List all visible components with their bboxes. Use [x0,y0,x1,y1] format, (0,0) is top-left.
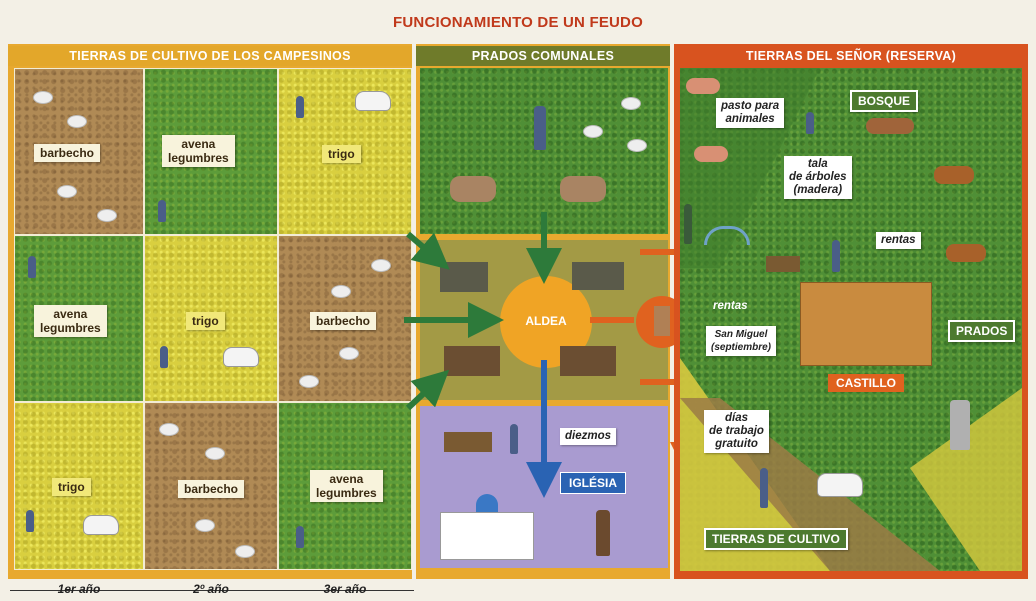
year-axis-line [10,590,414,591]
pig-icon [686,78,720,94]
house-icon [560,346,616,376]
horse-icon [356,92,390,110]
peasant-icon [296,526,304,548]
field-label-r2-c3: barbecho [310,312,377,330]
field-label-r3-c2: barbecho [178,480,245,498]
sheep-icon [58,186,76,197]
logs-icon [866,118,914,134]
peasant-icon [28,256,36,278]
year-label-2: 2º año [193,582,229,596]
sheep-icon [98,210,116,221]
sheep-icon [622,98,640,109]
field-r3-c1 [14,402,144,570]
field-label-r2-c1: avena legumbres [34,305,107,337]
soldier-icon [684,204,692,244]
horse-icon [818,474,862,496]
horse-icon [224,348,258,366]
sheep-icon [196,520,214,531]
sheep-icon [34,92,52,103]
sheep-icon [340,348,358,359]
peasant-icon [26,510,34,532]
church-dome-icon [476,494,498,512]
sheep-icon [332,286,350,297]
castle-label: CASTILLO [828,374,904,392]
pasture-note: pasto para animales [716,98,785,128]
field-label-r3-c1: trigo [52,478,91,496]
year-label-3: 3er año [323,582,367,596]
sheep-icon [236,546,254,557]
field-label-r3-c3: avena legumbres [310,470,383,502]
cart-icon [444,432,492,452]
sheep-icon [584,126,602,137]
meadows-label: PRADOS [948,320,1016,342]
peasant-icon [160,346,168,368]
sheep-icon [628,140,646,151]
sheep-icon [160,424,178,435]
field-label-r1-c3: trigo [322,145,361,163]
tithes-label: diezmos [560,428,617,445]
horse-icon [84,516,118,534]
labor-days-note: días de trabajo gratuito [704,410,769,453]
peasant-lands-header: TIERRAS DE CULTIVO DE LOS CAMPESINOS [8,46,412,66]
rent-note-top: rentas [876,232,921,249]
field-r1-c3 [278,68,412,235]
logging-note: tala de árboles (madera) [784,156,852,199]
knight-icon [950,400,970,450]
peasant-icon [510,424,518,454]
church-label: IGLÉSIA [560,472,627,494]
field-label-r1-c1: barbecho [34,144,101,162]
castle-icon [800,282,932,366]
farmland-label: TIERRAS DE CULTIVO [704,528,848,550]
year-label-1: 1er año [57,582,101,596]
peasant-icon [832,240,840,272]
horse-icon [946,244,986,262]
sheep-icon [300,376,318,387]
sheep-icon [206,448,224,459]
church-icon [440,512,534,560]
cart-icon [766,256,800,272]
lord-lands-header: TIERRAS DEL SEÑOR (RESERVA) [674,46,1028,66]
house-icon [444,346,500,376]
monk-icon [596,510,610,556]
cow-icon [560,176,606,202]
house-icon [440,262,488,292]
village-label: ALDEA [525,314,567,328]
pig-icon [694,146,728,162]
commons-header: PRADOS COMUNALES [416,46,670,66]
woodcutter-icon [806,112,814,134]
sheep-icon [372,260,390,271]
page-title: FUNCIONAMIENTO DE UN FEUDO [393,14,643,31]
horse-icon [934,166,974,184]
common-pasture [420,68,668,234]
sheep-icon [68,116,86,127]
shepherd-icon [534,106,546,150]
rent-note-mill: rentas [713,300,748,312]
field-label-r2-c2: trigo [186,312,225,330]
peasant-icon [760,468,768,508]
house-icon [572,262,624,290]
field-label-r1-c2: avena legumbres [162,135,235,167]
peasant-icon [296,96,304,118]
san-miguel-note: San Miguel (septiembre) [706,326,777,356]
windmill-icon [654,306,670,336]
forest-label: BOSQUE [850,90,919,112]
peasant-icon [158,200,166,222]
cow-icon [450,176,496,202]
